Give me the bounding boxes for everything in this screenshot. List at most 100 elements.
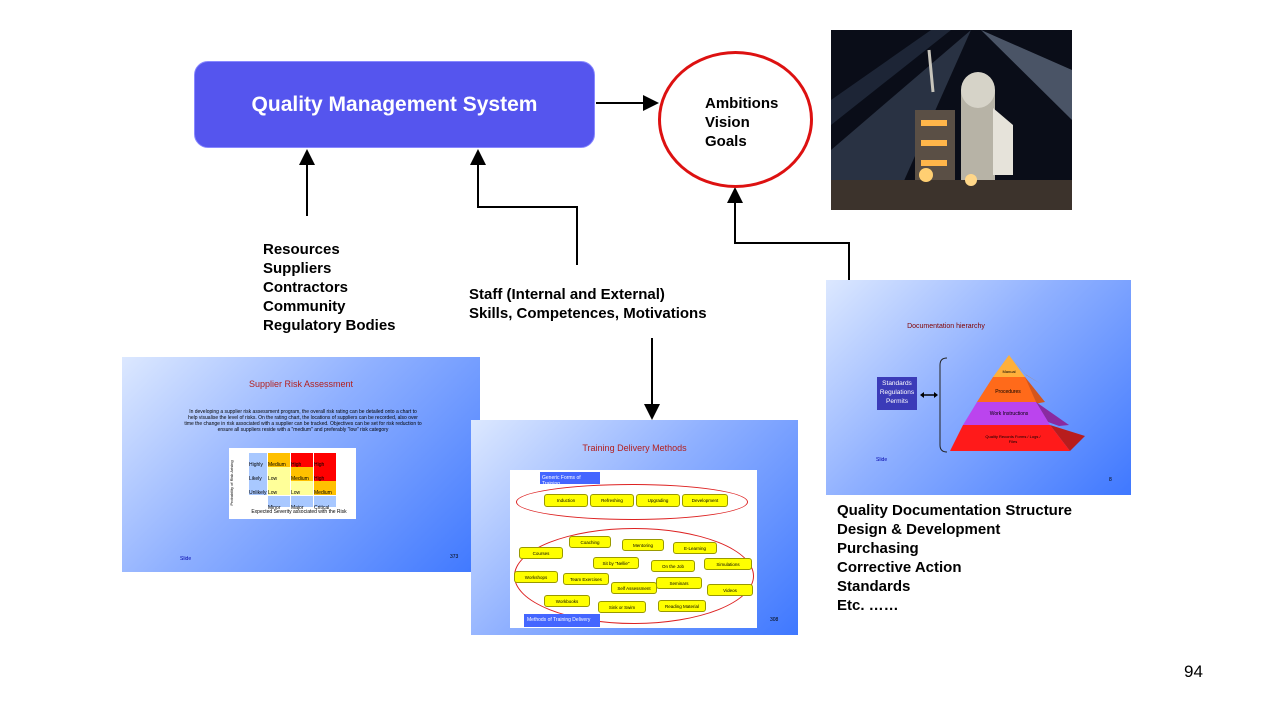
generic-oval: [516, 484, 748, 520]
risk-x-axis-label: Expected Severity associated with the Ri…: [251, 509, 347, 515]
slide-supplier-footer-right: 373: [450, 554, 459, 560]
doc-pyramid: [920, 355, 1085, 453]
risk-cell-label: Low: [268, 476, 278, 482]
col-label-cell: Minor: [268, 496, 290, 511]
method-item: Sit by "Nellie": [593, 557, 639, 569]
input-item: Resources: [263, 241, 340, 258]
risk-cell-label: Low: [268, 490, 278, 496]
col-label: Major: [291, 505, 304, 511]
generic-item: Development: [682, 494, 728, 507]
method-item: Workbooks: [544, 595, 590, 607]
arrow-staff-to-qms: [470, 149, 578, 265]
method-item: Simulations: [704, 558, 752, 570]
goals-circle: [658, 51, 813, 188]
doc-item: Quality Documentation Structure: [837, 502, 1073, 519]
slide-docs-title: Documentation hierarchy: [907, 323, 985, 330]
doc-item: Standards: [837, 578, 911, 595]
slide-supplier-footer-left: Slide: [180, 556, 192, 562]
method-item: Coaching: [569, 536, 611, 548]
doc-item: Etc. ……: [837, 597, 899, 614]
method-item: Reading Material: [658, 600, 706, 612]
row-label: Likely: [249, 476, 262, 482]
risk-cell: Medium: [291, 467, 313, 482]
doc-item: Design & Development: [837, 521, 1001, 538]
input-item: Contractors: [263, 279, 349, 296]
doc-item: Corrective Action: [837, 559, 962, 576]
risk-cell: High: [314, 467, 336, 482]
col-label-cell: Major: [291, 496, 313, 511]
row-label: Unlikely: [249, 490, 267, 496]
method-item: Seminars: [656, 577, 702, 589]
risk-matrix: Probability of Risk Arising Highly Likel…: [229, 448, 356, 519]
generic-item: Induction: [544, 494, 588, 507]
pyramid-level: Quality Records Forms / Logs / Files: [985, 434, 1041, 444]
pyramid-level: Work Instructions: [989, 411, 1029, 417]
col-label: Minor: [268, 505, 281, 511]
staff-text: Staff (Internal and External) Skills, Co…: [469, 285, 707, 323]
staff-line-1: Staff (Internal and External): [469, 286, 665, 303]
method-item: Self Assessment: [611, 582, 657, 594]
qms-title: Quality Management System: [251, 92, 538, 116]
generic-item: Refreshing: [590, 494, 634, 507]
risk-cell-label: Low: [291, 490, 301, 496]
risk-cell-label: Medium: [291, 476, 309, 482]
risk-cell: High: [314, 453, 336, 468]
row-label-cell: Unlikely: [249, 481, 267, 496]
slide-supplier-title: Supplier Risk Assessment: [248, 379, 354, 389]
pyramid-level: Manual: [1002, 369, 1016, 374]
risk-cell-label: High: [291, 462, 302, 468]
qms-box: Quality Management System: [194, 61, 595, 148]
risk-cell-label: Medium: [314, 490, 332, 496]
standards-line: Standards: [882, 380, 912, 387]
col-label: Critical: [314, 505, 330, 511]
method-item: E-Learning: [673, 542, 717, 554]
risk-cell: Low: [268, 467, 290, 482]
arrow-docs-to-goals: [727, 187, 850, 280]
slide-training-title: Training Delivery Methods: [582, 443, 687, 453]
goal-item: Ambitions: [705, 95, 779, 112]
generic-forms-label: Generic Forms of Training: [542, 475, 581, 487]
slide-supplier-risk: Supplier Risk Assessment In developing a…: [122, 357, 480, 572]
input-item: Regulatory Bodies: [263, 317, 396, 334]
standards-line: Regulations: [879, 389, 915, 396]
doc-item: Purchasing: [837, 540, 919, 557]
input-item: Suppliers: [263, 260, 332, 277]
generic-forms-label-box: Generic Forms of Training: [540, 472, 600, 487]
method-item: Workshops: [514, 571, 558, 583]
risk-cell-label: High: [314, 462, 325, 468]
method-item: Team Exercises: [563, 573, 609, 585]
risk-cell: Low: [268, 481, 290, 496]
goals-list: Ambitions Vision Goals: [705, 94, 778, 151]
row-label-cell: Highly Likely: [249, 453, 267, 486]
slide-docs-footer-left: Slide: [876, 457, 888, 463]
staff-line-2: Skills, Competences, Motivations: [469, 305, 707, 322]
method-item: Videos: [707, 584, 753, 596]
risk-cell-label: Medium: [268, 462, 286, 468]
goal-item: Vision: [705, 114, 750, 131]
standards-box: Standards Regulations Permits: [877, 377, 917, 410]
slide-supplier-paragraph: In developing a supplier risk assessment…: [184, 409, 422, 433]
pyramid-level: Procedures: [995, 389, 1021, 395]
generic-item: Upgrading: [636, 494, 680, 507]
input-item: Community: [263, 298, 346, 315]
method-item: Courses: [519, 547, 563, 559]
training-canvas: Generic Forms of Training Induction Refr…: [510, 470, 757, 628]
method-item: Mentoring: [622, 539, 664, 551]
method-item: On the Job: [651, 560, 695, 572]
page-number: 94: [1184, 662, 1203, 681]
goal-item: Goals: [705, 133, 747, 150]
method-item: Sink or Swim: [598, 601, 646, 613]
methods-label-box: Methods of Training Delivery: [524, 614, 600, 627]
inputs-left-list: Resources Suppliers Contractors Communit…: [263, 240, 396, 335]
risk-y-axis-label: Probability of Risk Arising: [229, 460, 234, 506]
slide-training-methods: Training Delivery Methods Generic Forms …: [471, 420, 798, 635]
risk-cell: Medium: [314, 481, 336, 496]
doc-list: Quality Documentation Structure Design &…: [837, 501, 1072, 615]
shuttle-launch-photo: [831, 30, 1072, 210]
slide-doc-hierarchy: Documentation hierarchy Standards Regula…: [826, 280, 1131, 495]
slide-training-footer-right: 308: [770, 617, 779, 623]
risk-cell-label: High: [314, 476, 325, 482]
risk-cell: High: [291, 453, 313, 468]
slide-docs-footer-right: 8: [1109, 477, 1112, 483]
